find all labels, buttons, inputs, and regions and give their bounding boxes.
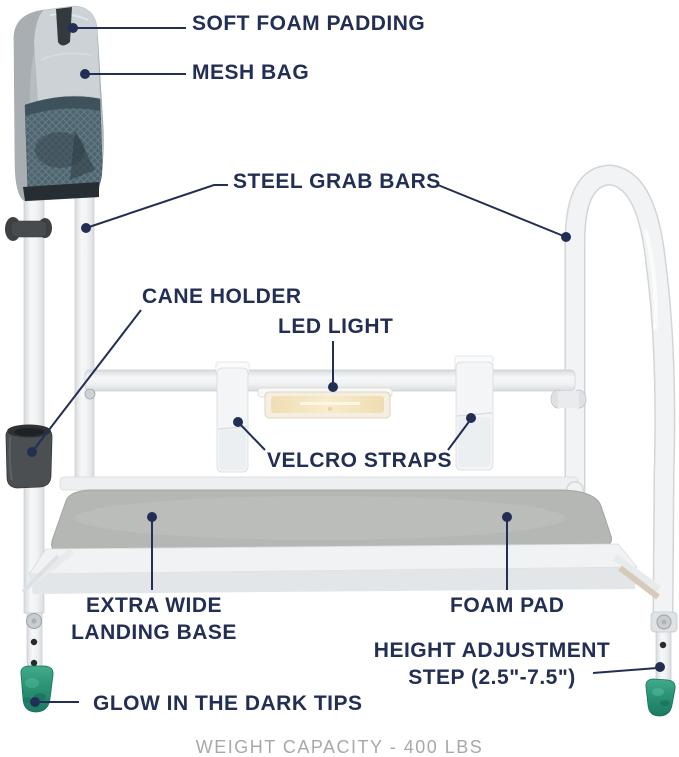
- callout-dot-velcro-right: [466, 413, 476, 423]
- callout-dot-height-adjustment: [655, 662, 665, 672]
- callout-dot-led-light: [328, 382, 338, 392]
- callout-dot-landing-base: [147, 512, 157, 522]
- callout-dot-glow-tips: [30, 697, 40, 707]
- callout-label-mesh-bag: MESH BAG: [192, 61, 310, 84]
- callout-dot-grab-bar-left: [81, 223, 91, 233]
- callout-dot-velcro-left: [233, 417, 243, 427]
- callout-label-velcro-straps: VELCRO STRAPS: [267, 449, 453, 472]
- steel-grab-bar-arch: [564, 164, 676, 627]
- glow-tip-right: [645, 678, 676, 717]
- velcro-strap-left: [215, 361, 250, 473]
- rear-rail: [59, 476, 579, 491]
- callout-dot-soft-foam: [68, 23, 78, 33]
- adjustment-hole: [659, 641, 667, 649]
- mesh-bag-assembly: [13, 5, 104, 202]
- callout-dot-cane-holder: [27, 447, 37, 457]
- callout-dot-mesh-bag: [80, 69, 90, 79]
- callout-label-soft-foam-padding: SOFT FOAM PADDING: [192, 12, 426, 35]
- front-left-pole: [23, 149, 45, 614]
- right-leg: [645, 611, 678, 717]
- callout-label-line: HEIGHT ADJUSTMENT: [373, 639, 611, 662]
- callout-label-led-light: LED LIGHT: [278, 315, 394, 338]
- left-poles: [23, 149, 95, 614]
- callout-label-cane-holder: CANE HOLDER: [142, 285, 302, 308]
- callout-label-height-adjustment-step: HEIGHT ADJUSTMENT STEP (2.5"-7.5"): [362, 637, 622, 691]
- adjustment-hole: [30, 659, 38, 667]
- callout-label-line: STEP (2.5"-7.5"): [408, 666, 576, 689]
- horizontal-grab-bar: [84, 369, 587, 409]
- bolt: [84, 388, 96, 400]
- led-light-unit: [257, 387, 393, 419]
- cane-holder-clamp: [10, 220, 48, 238]
- bar-clamp: [558, 391, 579, 408]
- callout-lines: [27, 23, 665, 707]
- callout-dot-foam-pad: [502, 512, 512, 522]
- left-leg: [20, 612, 54, 713]
- callout-label-line: EXTRA WIDE: [85, 594, 223, 617]
- second-left-pole: [74, 149, 95, 491]
- callout-label-steel-grab-bars: STEEL GRAB BARS: [233, 170, 441, 193]
- velcro-strap-right: [454, 355, 494, 471]
- landing-base-platform: [21, 476, 662, 600]
- callout-label-glow-in-the-dark-tips: GLOW IN THE DARK TIPS: [93, 692, 363, 715]
- callout-label-foam-pad: FOAM PAD: [450, 594, 565, 617]
- callout-label-line: LANDING BASE: [71, 621, 237, 644]
- adjustment-hole: [30, 638, 38, 646]
- weight-capacity-text: WEIGHT CAPACITY - 400 LBS: [195, 737, 484, 757]
- callout-label-extra-wide-landing-base: EXTRA WIDE LANDING BASE: [44, 592, 264, 646]
- callout-dot-grab-bar-right: [561, 232, 571, 242]
